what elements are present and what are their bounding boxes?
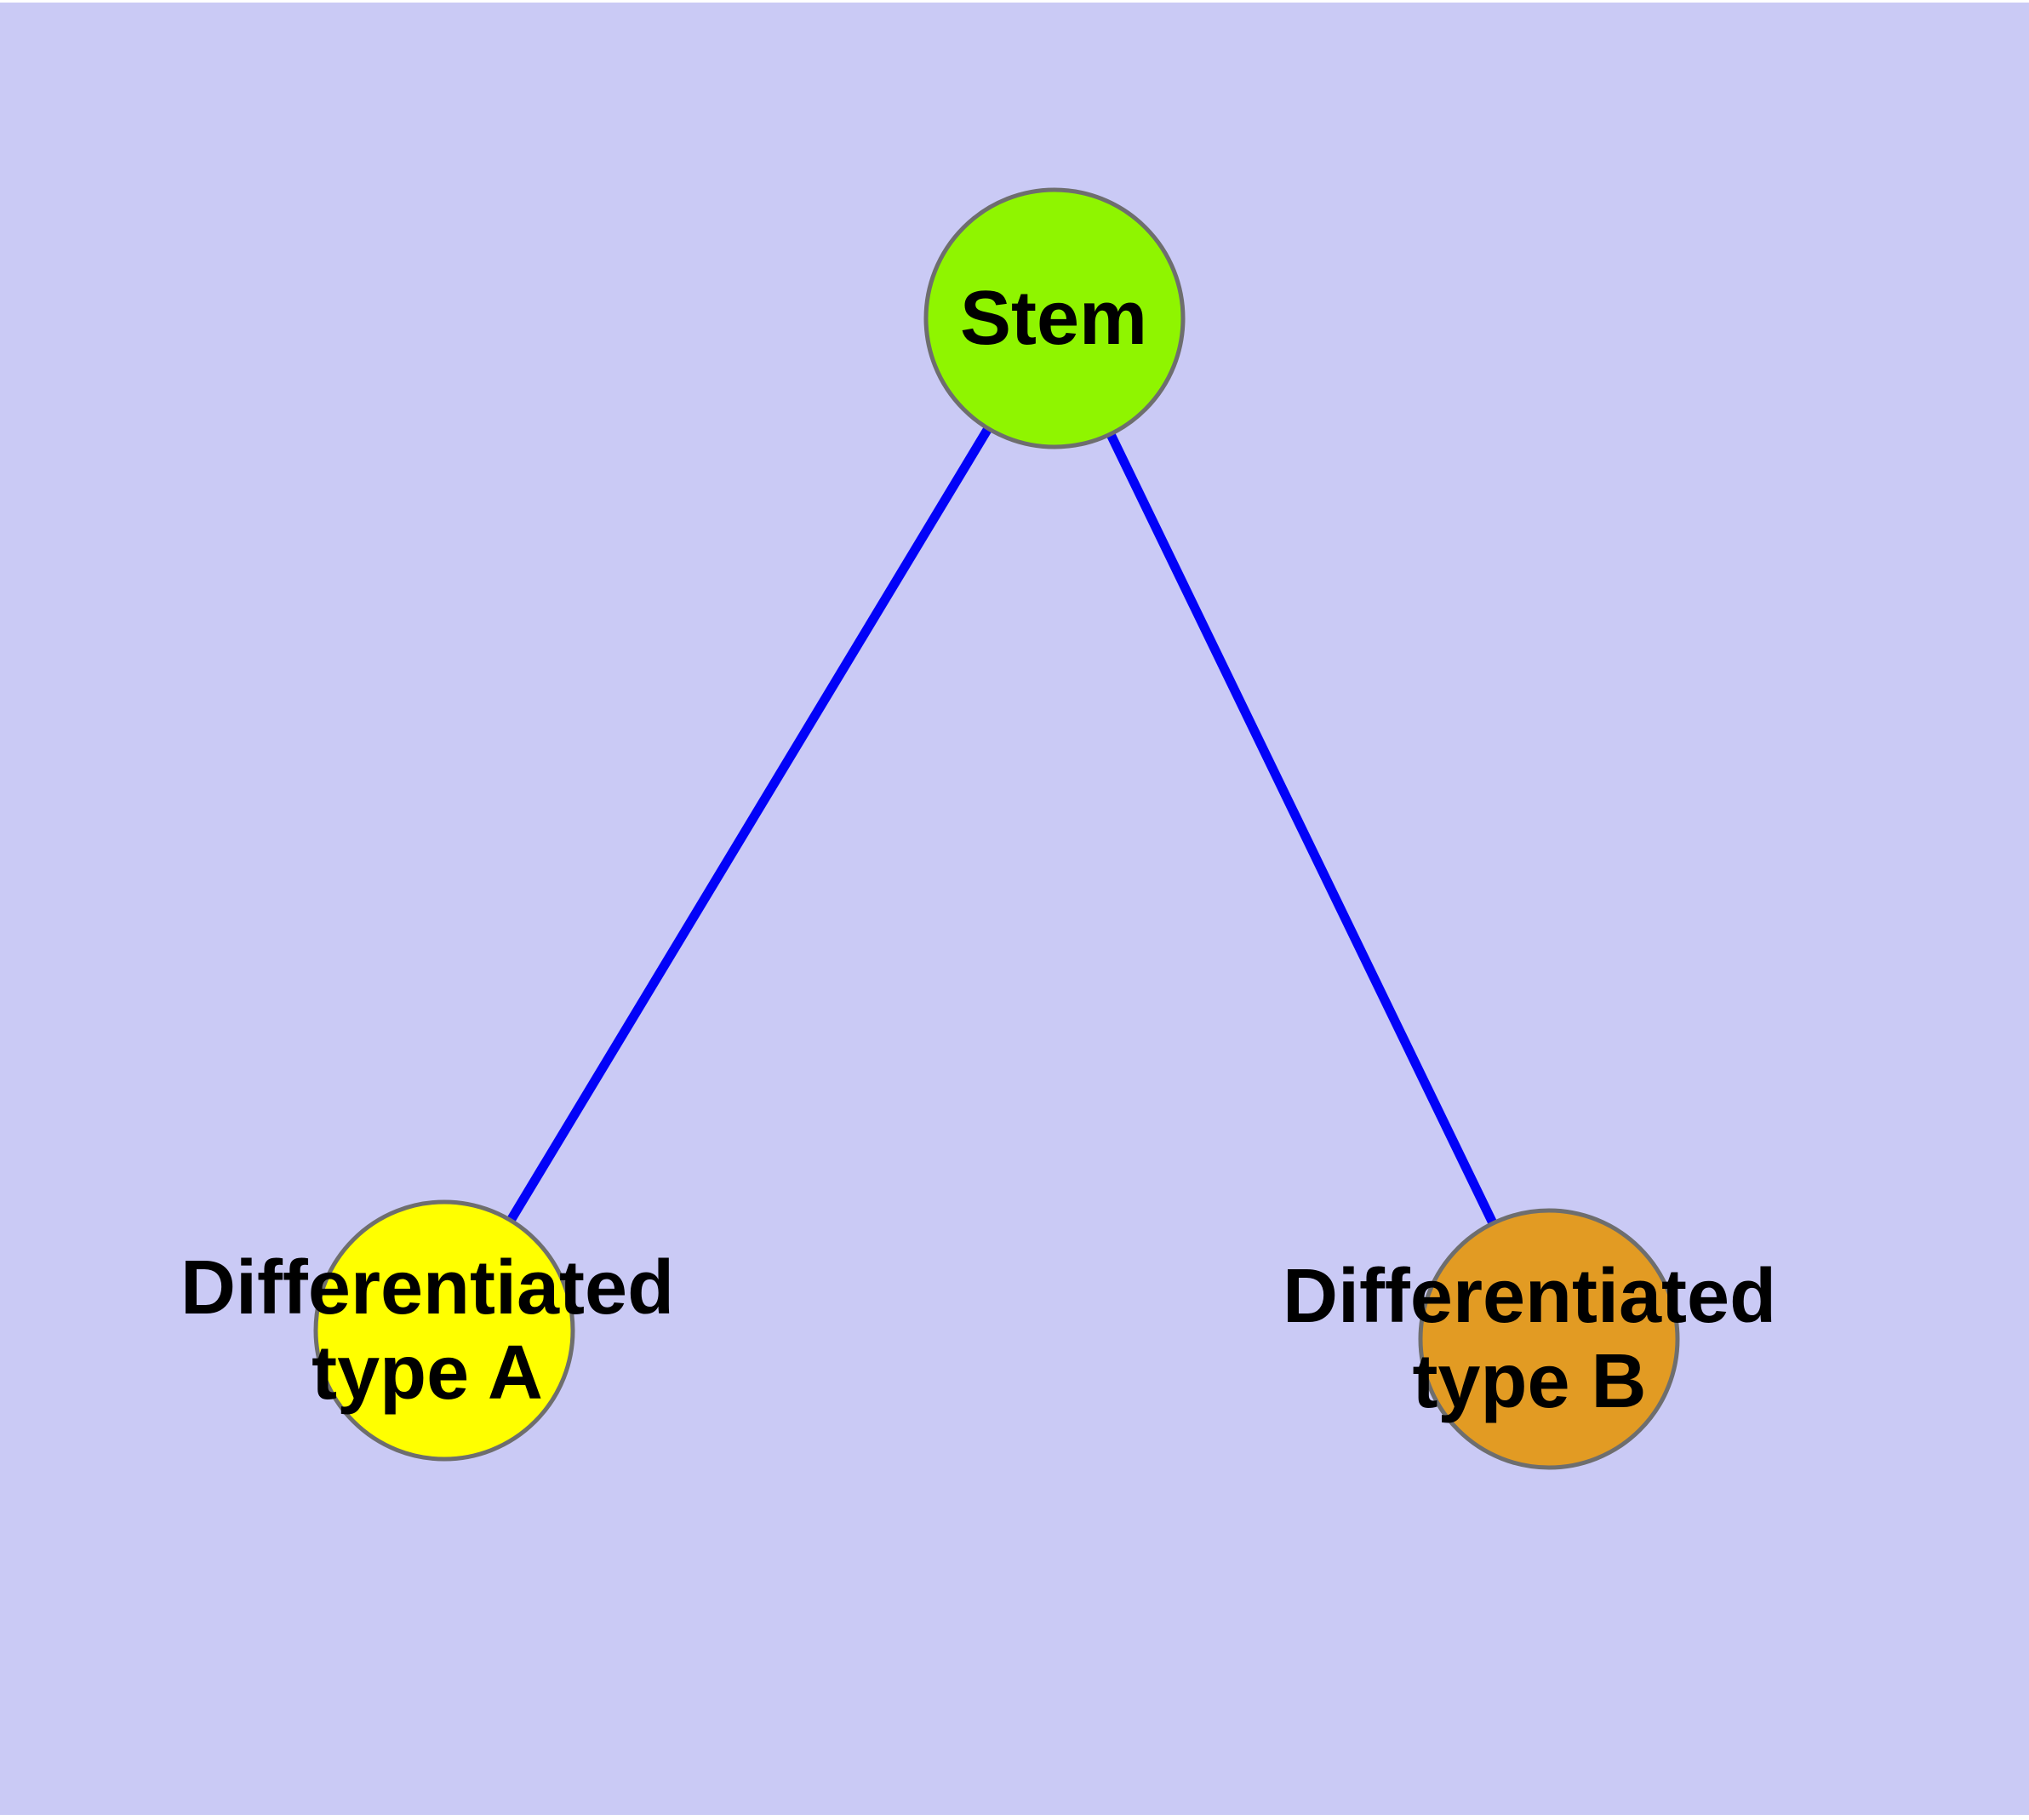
edge-stem-to-type-a [440, 316, 1059, 1333]
label-line: Stem [959, 276, 1148, 361]
edge-stem-to-type-b [1050, 316, 1553, 1342]
node-label-differentiated-type-a: Differentiated type A [180, 1245, 674, 1416]
label-line: Differentiated [1282, 1254, 1777, 1339]
node-differentiated-type-b [1418, 1208, 1680, 1470]
node-label-stem: Stem [960, 276, 1147, 361]
node-differentiated-type-a [313, 1199, 575, 1462]
label-line: Differentiated [180, 1245, 675, 1331]
label-line: type B [1412, 1339, 1647, 1424]
node-label-differentiated-type-b: Differentiated type B [1283, 1254, 1776, 1424]
label-line: type A [311, 1331, 543, 1416]
node-stem [923, 187, 1186, 449]
